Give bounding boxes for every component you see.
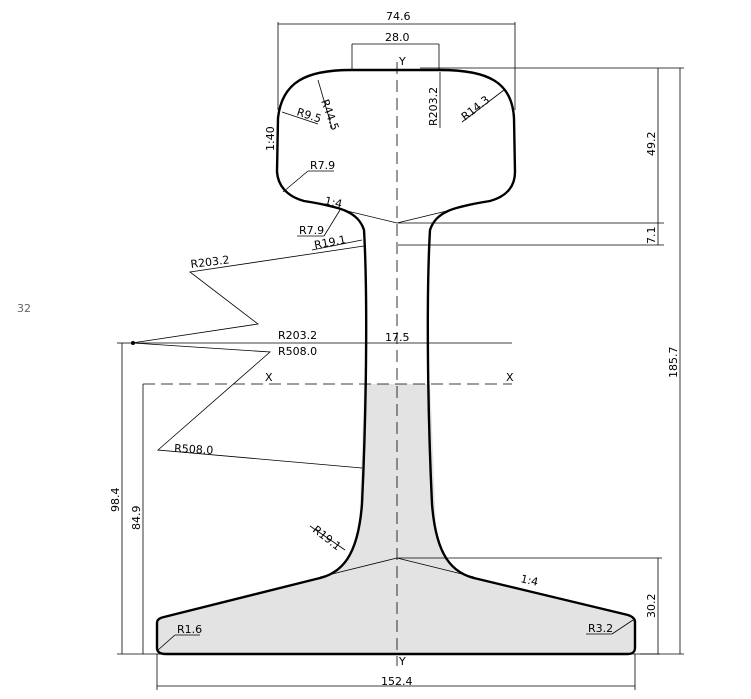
slope-head-under: 1:4 [323,194,343,211]
underhead-slope-line-left [313,202,398,224]
leader-r19-1-upper [311,239,363,251]
leader-r203-2-web [131,245,365,344]
y-axis-label-top: Y [398,55,406,68]
radius-r9-5: R9.5 [295,105,323,125]
leader-r19-1-lower [309,525,346,551]
radius-r3-2: R3.2 [588,622,613,635]
shaded-section-area [157,384,635,654]
leader-r44-5 [317,79,333,129]
y-axis-label-bottom: Y [398,655,406,668]
radius-r203-2-web-lower: R203.2 [278,329,317,342]
base-slope-line-left [319,557,398,578]
radius-r203-2-head: R203.2 [427,87,440,126]
radius-r203-2-web-upper: R203.2 [190,253,230,271]
base-slope-line-right [396,557,475,578]
dim-98-4: 98.4 [109,488,122,513]
leader-r14-3 [461,89,505,123]
page-number: 32 [17,302,31,315]
leader-r1-6 [157,634,176,651]
leader-r3-2 [611,619,634,635]
dim-base-width: 152.4 [381,675,413,688]
dim-84-9: 84.9 [130,506,143,531]
radius-r19-1-upper: R19.1 [313,233,347,252]
leader-r7-9-lower [323,209,341,237]
dim-base-height: 30.2 [645,594,658,619]
dim-web-thickness: 17.5 [385,331,410,344]
radius-r19-1-lower: R19.1 [310,523,343,553]
radius-r508-0-upper: R508.0 [278,345,317,358]
dim-head-width: 74.6 [386,10,411,23]
radius-r1-6: R1.6 [177,623,202,636]
radius-r7-9-upper: R7.9 [310,159,335,172]
dim-total-height: 185.7 [667,347,680,379]
leader-r9-5 [281,111,319,125]
radius-r7-9-lower: R7.9 [299,224,324,237]
underhead-slope-line-right [396,202,481,224]
radius-r508-0-lower: R508.0 [174,442,214,457]
dim-head-height: 49.2 [645,132,658,157]
dim-fishing-height: 7.1 [645,227,658,245]
leader-r7-9-upper [282,170,309,193]
radius-r14-3: R14.3 [459,93,492,123]
x-axis-label-right: X [506,371,514,384]
slope-base-top: 1:4 [519,572,539,589]
x-axis-label-left: X [265,371,273,384]
slope-head-side: 1:40 [264,126,277,151]
leader-r508-0 [132,342,363,469]
dim-head-top-width: 28.0 [385,31,410,44]
